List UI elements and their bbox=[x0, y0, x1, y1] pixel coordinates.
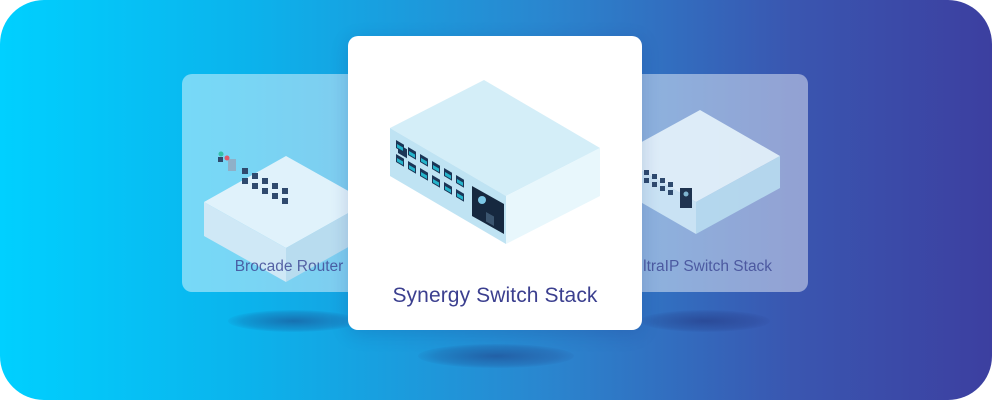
device-card-label: Brocade Router bbox=[234, 258, 344, 275]
card-shadow-right bbox=[640, 310, 770, 332]
network-switch-icon bbox=[390, 80, 600, 244]
router-icon bbox=[204, 151, 368, 282]
device-card-label: UltraIP Switch Stack bbox=[631, 258, 773, 275]
device-card-synergy-switch-stack[interactable]: Synergy Switch Stack bbox=[348, 36, 642, 330]
card-shadow-center bbox=[418, 344, 574, 368]
card-shadow-left bbox=[228, 310, 358, 332]
device-card-label: Synergy Switch Stack bbox=[392, 284, 598, 307]
